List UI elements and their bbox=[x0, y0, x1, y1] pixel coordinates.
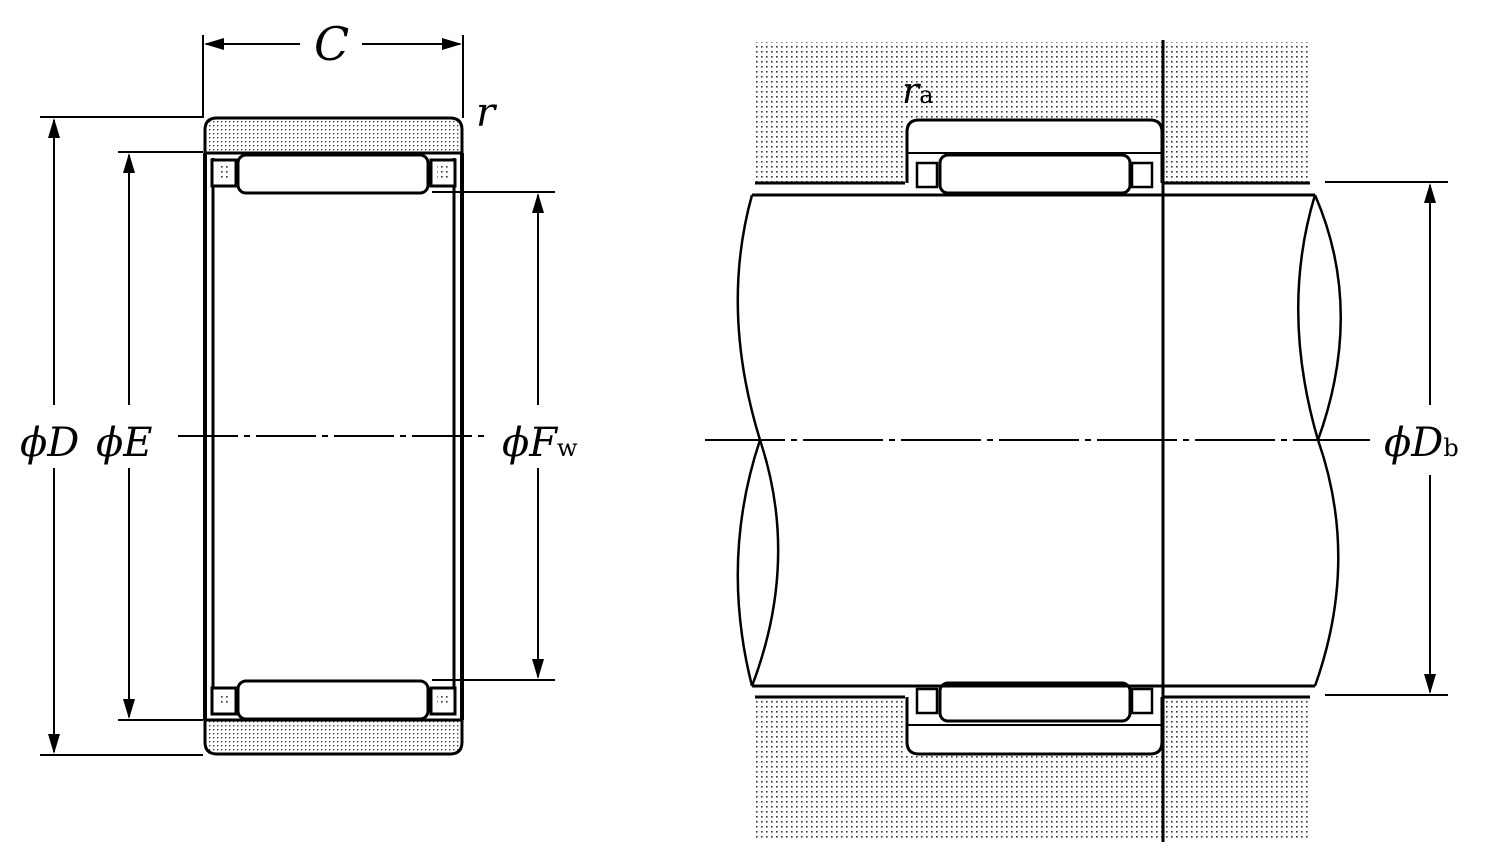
label-phi-D: ϕD bbox=[20, 420, 79, 466]
label-phi-Fw: ϕFw bbox=[502, 420, 578, 466]
label-C: C bbox=[314, 17, 349, 71]
label-ra: ra bbox=[902, 71, 934, 112]
label-r: r bbox=[476, 90, 498, 136]
mounting-section-view bbox=[705, 40, 1448, 842]
bearing-section-view bbox=[40, 35, 555, 756]
label-phi-Db: ϕDb bbox=[1384, 420, 1459, 466]
label-phi-E: ϕE bbox=[96, 420, 152, 466]
